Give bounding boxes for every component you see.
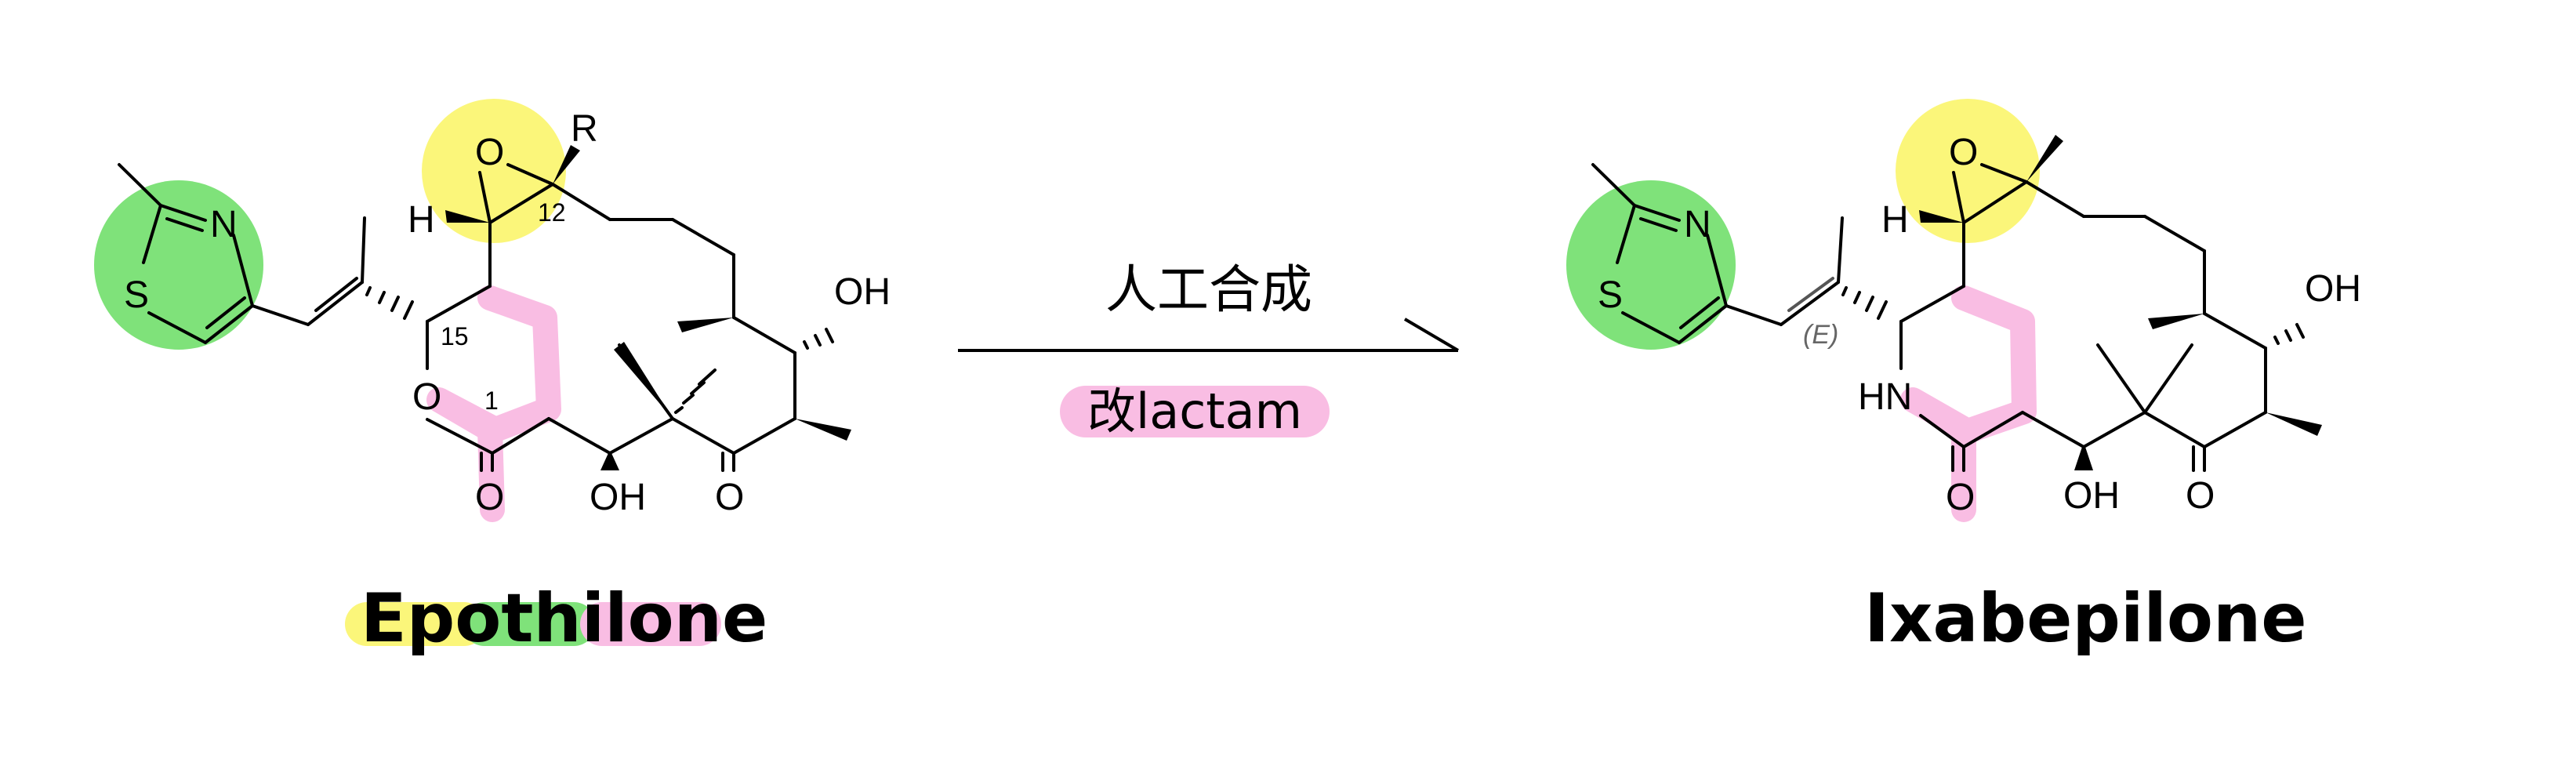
wedge-bond: [600, 453, 619, 470]
epoxide-highlight: [422, 99, 566, 243]
atom-h-right: H: [1881, 199, 1909, 241]
atom-o-ketone-right: O: [2186, 475, 2215, 517]
epoxide-highlight-right: [1896, 99, 2040, 243]
wedge-bond: [445, 210, 490, 223]
reaction-conditions-top: 人工合成: [1105, 260, 1312, 320]
reaction-arrow-group: 人工合成 改lactam: [958, 260, 1460, 440]
hashed-bond: [2273, 323, 2305, 345]
stereo-descriptor-e: (E): [1803, 320, 1838, 350]
atom-s: S: [124, 274, 149, 316]
atom-o-ring: O: [412, 376, 441, 418]
atom-s-right: S: [1598, 274, 1623, 316]
name-highlight-pink: [580, 602, 721, 646]
name-highlight-green: [463, 602, 596, 646]
atom-oh-bottom-right: OH: [2063, 475, 2120, 517]
atom-n: N: [210, 204, 238, 245]
atom-r: R: [571, 108, 598, 150]
wedge-bond: [614, 342, 673, 419]
thiazole-highlight-right: [1566, 180, 1736, 350]
name-highlight-yellow: [345, 602, 486, 646]
lactam-highlight: [1060, 386, 1330, 437]
locant-1: 1: [484, 387, 499, 415]
hashed-bond: [1841, 286, 1888, 320]
wedge-bond: [1919, 210, 1964, 223]
wedge-bond: [795, 419, 851, 441]
atom-oh-top: OH: [834, 271, 891, 313]
hashed-bond: [365, 286, 414, 320]
atom-oh-top-right: OH: [2305, 268, 2361, 310]
atom-o-epoxide: O: [475, 132, 504, 173]
ixabepilone-name: Ixabepilone: [1864, 579, 2307, 658]
wedge-bond: [2266, 412, 2322, 436]
epothilone-name: Epothilone: [361, 579, 767, 658]
epothilone-name-group: Epothilone: [345, 579, 767, 658]
ixabepilone-structure: N S O H HN O OH OH O (E): [1566, 99, 2361, 522]
atom-o-carbonyl: O: [475, 477, 504, 518]
wedge-bond: [677, 318, 734, 332]
reaction-conditions-bottom: 改lactam: [1087, 383, 1302, 440]
arrow-head: [1403, 318, 1460, 352]
hashed-bond: [674, 368, 717, 414]
wedge-bond: [553, 145, 580, 184]
locant-12: 12: [538, 198, 566, 227]
hashed-bond: [803, 328, 834, 350]
atom-o-carbonyl-right: O: [1946, 477, 1975, 518]
locant-15: 15: [441, 322, 469, 350]
atom-nh-right: HN: [1858, 376, 1912, 418]
lactone-highlight: [426, 285, 561, 522]
epothilone-structure: N S O R H O O OH OH O 12 15 1: [94, 99, 891, 522]
wedge-bond: [2148, 314, 2204, 329]
thiazole-highlight: [94, 180, 263, 350]
atom-o-epoxide-right: O: [1949, 132, 1978, 173]
atom-oh-bottom: OH: [590, 477, 646, 518]
atom-h: H: [408, 199, 435, 241]
atom-o-ketone: O: [715, 477, 744, 518]
atom-n-right: N: [1684, 204, 1711, 245]
wedge-bond: [2074, 447, 2093, 470]
wedge-bond: [2026, 135, 2063, 182]
